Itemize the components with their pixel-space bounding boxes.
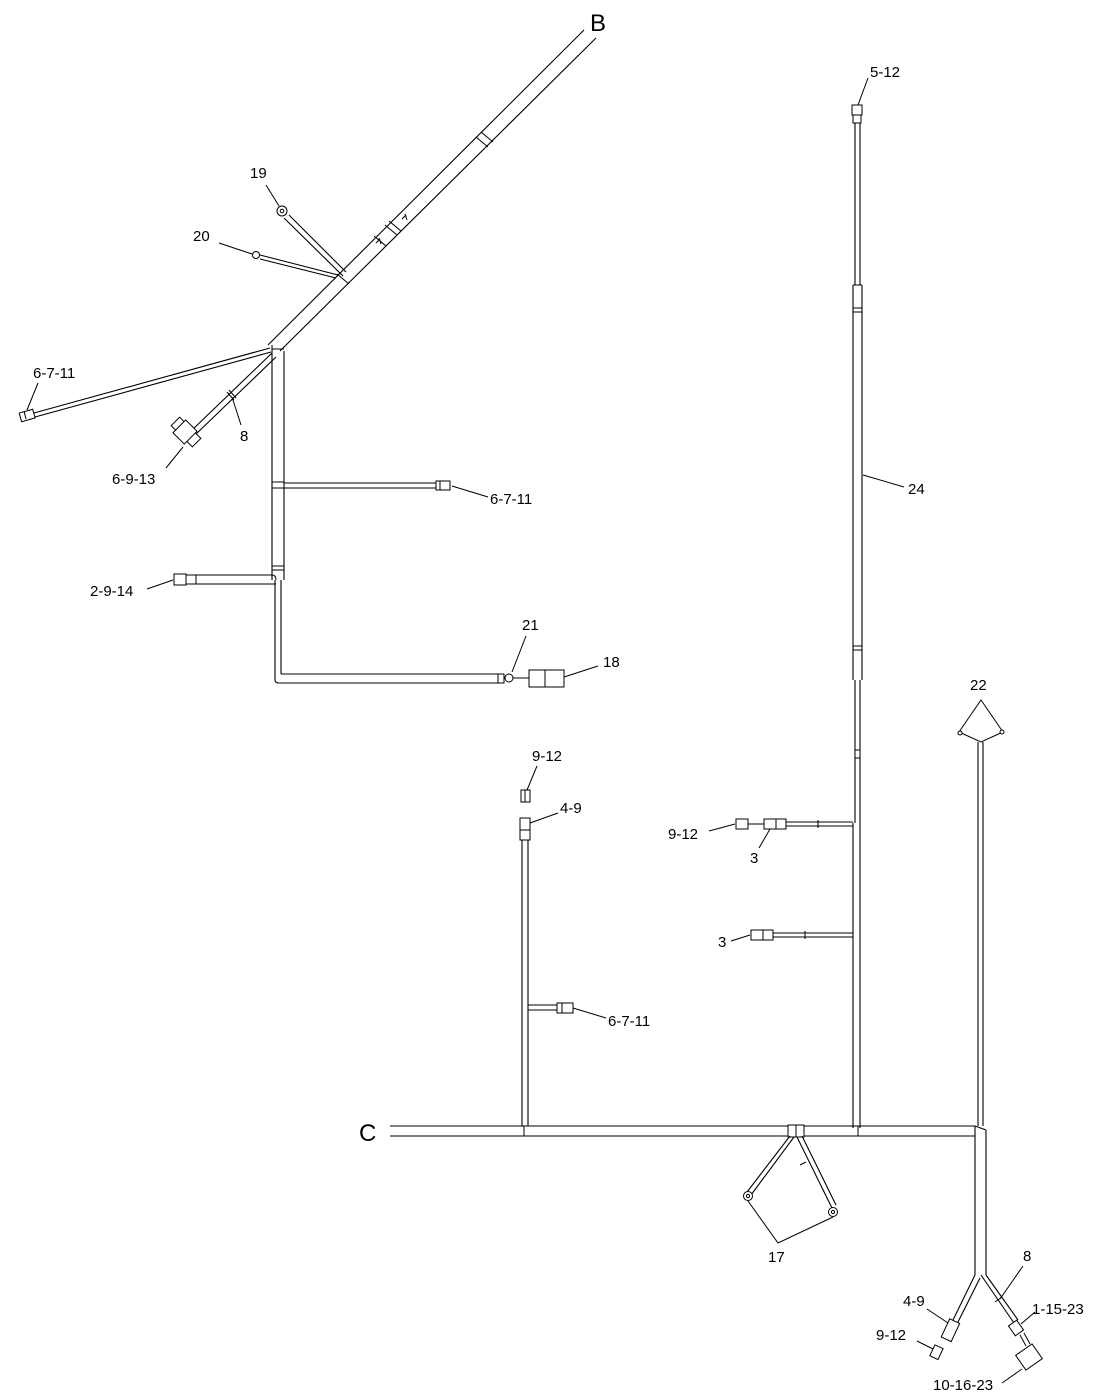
connector-2-9-14 — [173, 573, 187, 586]
branch-9-12-3-upper — [735, 818, 853, 830]
branch-2-9-14 — [173, 573, 277, 586]
callout-17: 17 — [768, 1249, 785, 1266]
callout-8-lower: 8 — [1023, 1248, 1031, 1265]
connector-5-12 — [851, 104, 863, 116]
trunk-to-b — [267, 29, 597, 352]
callout-18: 18 — [603, 654, 620, 671]
callout-9-12-top: 9-12 — [532, 748, 562, 765]
leader-lines — [26, 77, 1036, 1384]
callout-24: 24 — [908, 481, 925, 498]
callout-6-7-11-left: 6-7-11 — [33, 365, 75, 382]
branch-3-lower — [750, 929, 853, 941]
connector-6-7-11-left — [18, 408, 36, 423]
callout-21: 21 — [522, 617, 539, 634]
branch-left-6-7-11 — [18, 347, 272, 423]
callout-4-9-bottom: 4-9 — [903, 1293, 925, 1310]
ring-terminal-21 — [504, 673, 514, 683]
ring-terminal-20 — [252, 251, 260, 259]
callout-9-12-bottom: 9-12 — [876, 1327, 906, 1344]
branch-19-20 — [252, 205, 347, 279]
connector-6-7-11-right — [435, 480, 451, 491]
connector-9-12-bottom — [929, 1344, 944, 1361]
callout-20: 20 — [193, 228, 210, 245]
callout-4-9-top: 4-9 — [560, 800, 582, 817]
end-label-c: C — [359, 1120, 376, 1147]
harness-upper-left — [18, 29, 597, 688]
connector-3-lower — [750, 929, 774, 941]
harness-lower-c — [390, 699, 1044, 1371]
callout-3-upper: 3 — [750, 850, 758, 867]
connector-4-9-top — [519, 817, 531, 841]
callout-6-7-11-right: 6-7-11 — [490, 491, 532, 508]
callout-6-9-13: 6-9-13 — [112, 471, 155, 488]
callout-8-upper: 8 — [240, 428, 248, 445]
connector-10-16-23 — [1014, 1343, 1044, 1371]
callout-1-15-23: 1-15-23 — [1032, 1301, 1084, 1318]
connector-9-12-mid — [735, 818, 749, 830]
callout-10-16-23: 10-16-23 — [933, 1377, 993, 1394]
connector-18 — [528, 669, 565, 688]
callout-5-12: 5-12 — [870, 64, 900, 81]
connector-1-15-23 — [1007, 1319, 1025, 1337]
callout-6-7-11-low: 6-7-11 — [608, 1013, 650, 1030]
callout-9-12-mid: 9-12 — [668, 826, 698, 843]
branch-bottom-right — [929, 1274, 1044, 1371]
branch-21-18 — [497, 669, 565, 688]
connector-3-upper — [763, 818, 787, 830]
callout-2-9-14: 2-9-14 — [90, 583, 133, 600]
connector-4-9-bottom — [940, 1318, 961, 1343]
connector-6-7-11-low — [556, 1002, 574, 1014]
callout-22: 22 — [970, 677, 987, 694]
callout-3-lower: 3 — [718, 934, 726, 951]
vertical-trunk-left — [271, 345, 500, 684]
branch-6-9-13 — [170, 352, 277, 448]
branch-22 — [957, 699, 1005, 1275]
end-label-b: B — [590, 10, 606, 37]
loop-17 — [743, 1135, 838, 1244]
harness-vertical-24 — [735, 104, 863, 1128]
labels: B C 5-12 19 20 6-7-11 8 6-9-13 6-7-11 24… — [33, 10, 1084, 1394]
callout-19: 19 — [250, 165, 267, 182]
branch-9-12-4-9 — [519, 789, 574, 1126]
branch-right-6-7-11 — [284, 480, 451, 491]
